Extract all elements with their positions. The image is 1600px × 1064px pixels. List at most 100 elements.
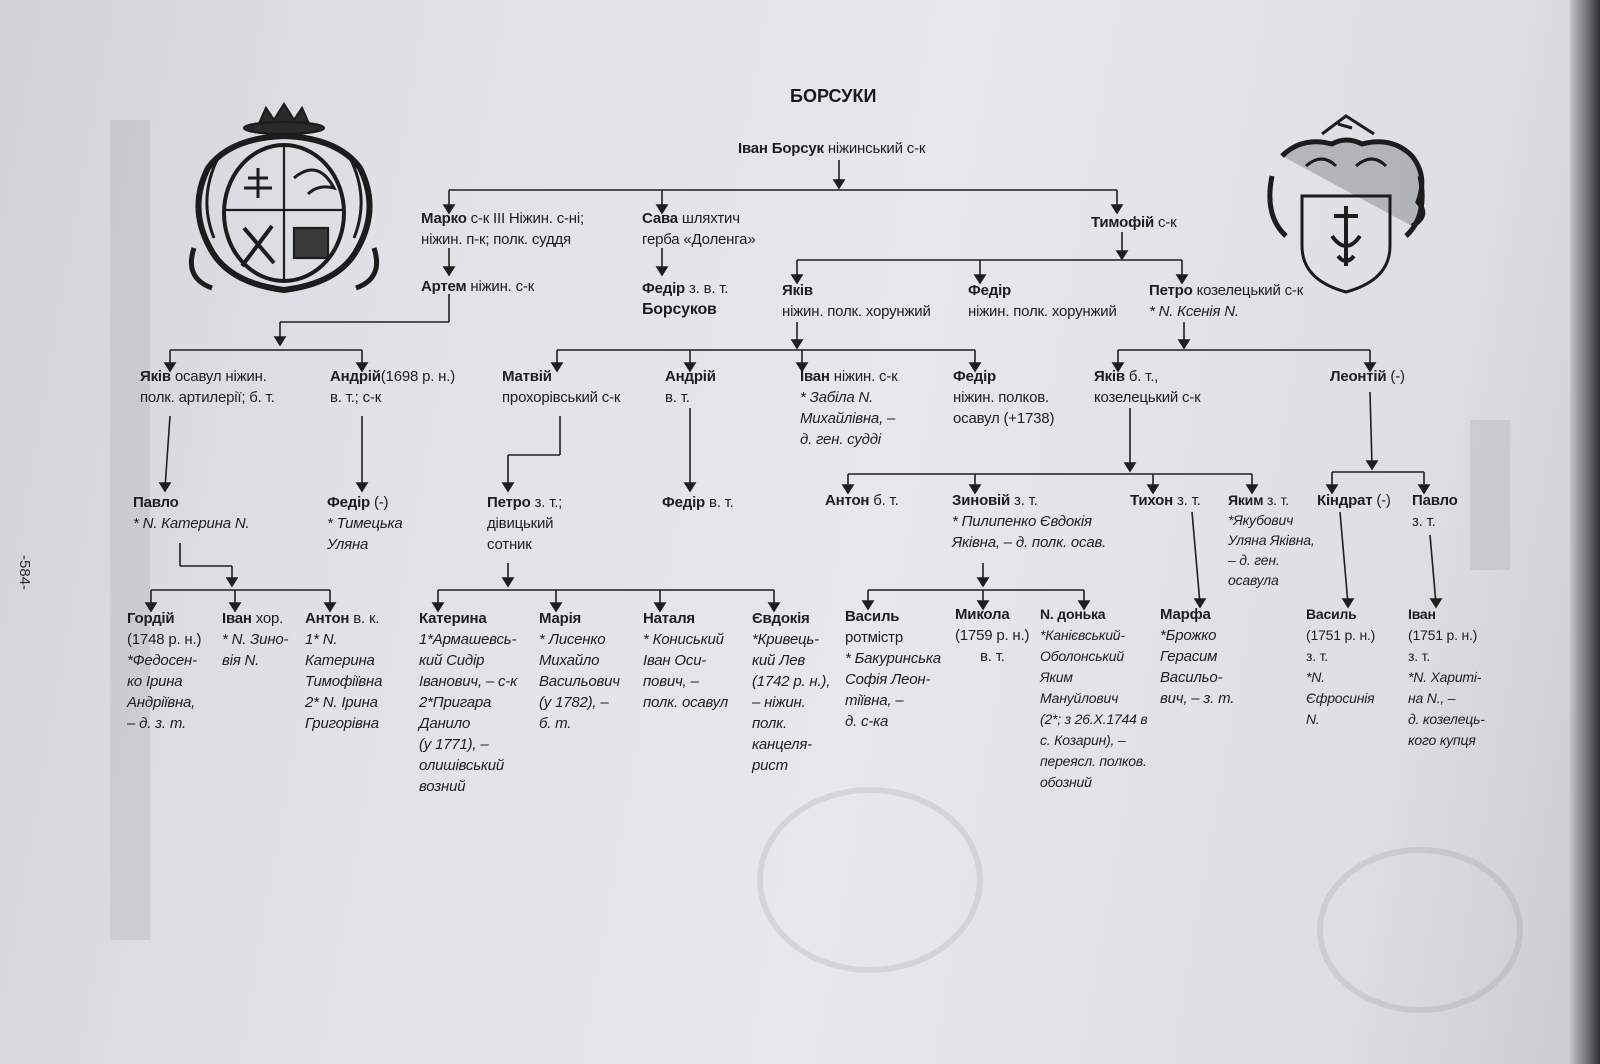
l2: кий Лев <box>752 652 805 669</box>
desc: хор. <box>255 610 284 627</box>
spouse2: Михайлівна, – <box>800 410 896 427</box>
spouse1: * Тимецька <box>327 515 403 532</box>
name: Петро <box>487 494 531 511</box>
spouse1: *Федосен- <box>127 652 197 669</box>
desc2: ніжин. п-к; полк. суддя <box>421 231 571 248</box>
person-andrii-a: Андрій(1698 р. н.) в. т.; с-к <box>330 366 455 408</box>
name: Катерина <box>419 610 487 627</box>
l1: 1*Армашевсь- <box>419 631 517 648</box>
spouse4: осавула <box>1228 572 1279 588</box>
person-vasyl-z: Василь ротмістр * Бакуринська Софія Леон… <box>845 606 941 732</box>
l3: пович, – <box>643 673 699 690</box>
name: Тихон <box>1130 492 1174 509</box>
l4: 2*Пригара <box>419 694 492 711</box>
l3: Васильович <box>539 673 620 690</box>
name: Федір <box>327 494 370 511</box>
l8: возний <box>419 778 466 795</box>
spouse1: *Якубович <box>1228 512 1294 528</box>
l7: олишівський <box>419 757 505 774</box>
desc: в. к. <box>353 610 380 627</box>
person-yakym: Яким з. т. *Якубович Уляна Яківна, – д. … <box>1228 490 1315 590</box>
spouse3: Тимофіївна <box>305 673 383 690</box>
spouse2: вія N. <box>222 652 260 669</box>
desc3: сотник <box>487 536 532 553</box>
desc: с-к <box>1157 214 1177 231</box>
desc2: осавул (+1738) <box>953 410 1055 427</box>
desc: (1759 р. н.) <box>955 627 1030 644</box>
desc2: в. т. <box>980 648 1005 665</box>
desc: з. т. <box>1412 513 1436 530</box>
name: N. донька <box>1040 606 1106 622</box>
name: Леонтій <box>1330 368 1387 385</box>
spouse5: Григорівна <box>305 715 379 732</box>
person-artem: Артем ніжин. с-к <box>421 276 534 297</box>
l3: Яким <box>1040 669 1073 685</box>
spouse1: * N. Зино- <box>222 631 289 648</box>
name: Петро <box>1149 282 1193 299</box>
spouse1: * Забіла N. <box>800 389 874 406</box>
name: Павло <box>133 494 179 511</box>
desc: з. т. <box>1014 492 1038 509</box>
desc: (-) <box>1376 492 1391 509</box>
spouse4: 2* N. Ірина <box>305 694 378 711</box>
l3: Іванович, – с-к <box>419 673 517 690</box>
name: Євдокія <box>752 610 810 627</box>
person-kindrat: Кіндрат (-) <box>1317 490 1391 511</box>
l4: (у 1782), – <box>539 694 609 711</box>
name: Артем <box>421 278 467 295</box>
l4: полк. осавул <box>643 694 729 711</box>
person-andrii-y: Андрій в. т. <box>665 366 716 408</box>
spouse2: Уляна <box>327 536 369 553</box>
person-sava: Сава шляхтич герба «Доленга» <box>642 208 756 250</box>
person-yakiv-osavul: Яків осавул ніжин. полк. артилерії; б. т… <box>140 366 275 408</box>
name: Павло <box>1412 492 1458 509</box>
desc2: в. т.; с-к <box>330 389 382 406</box>
name: Наталя <box>643 610 695 627</box>
desc: ніжин. полк. хорунжий <box>782 303 931 320</box>
page-edge <box>1570 0 1600 1064</box>
desc: осавул ніжин. <box>174 368 267 385</box>
l1: *N. Хариті- <box>1408 669 1482 685</box>
person-n-donka: N. донька *Канієвський- Оболонський Яким… <box>1040 604 1148 793</box>
name: Яків <box>140 368 171 385</box>
name: Федір <box>642 280 685 297</box>
l1: * Лисенко <box>539 631 606 648</box>
name: Василь <box>845 608 900 625</box>
l6: с. Козарин), – <box>1040 732 1126 748</box>
person-hordii: Гордій (1748 р. н.) *Федосен- ко Ірина А… <box>127 608 201 734</box>
person-leontii: Леонтій (-) <box>1330 366 1405 387</box>
person-petro-m: Петро з. т.; дівицький сотник <box>487 492 562 555</box>
name: Антон <box>825 492 870 509</box>
desc: ніжин. с-к <box>470 278 535 295</box>
l1: * Кониський <box>643 631 724 648</box>
person-pavlo-l: Павло з. т. <box>1412 490 1458 532</box>
l2: Єфросинія <box>1306 690 1375 706</box>
name: Яків <box>782 282 813 299</box>
person-yakiv-p: Яків б. т., козелецький с-к <box>1094 366 1201 408</box>
desc: (-) <box>373 494 389 511</box>
person-marfa: Марфа *Брожко Герасим Васильо- вич, – з.… <box>1160 604 1234 709</box>
page-title: БОРСУКИ <box>790 86 877 106</box>
name: Андрій <box>665 368 716 385</box>
desc2: з. т. <box>1306 648 1328 664</box>
person-tykhon: Тихон з. т. <box>1130 490 1201 511</box>
l7: переясл. полков. <box>1040 753 1147 769</box>
name: Іван Борсук <box>738 140 824 157</box>
desc: ніжин. полков. <box>953 389 1049 406</box>
l5: полк. <box>752 715 787 732</box>
l2: Іван Оси- <box>643 652 707 669</box>
name: Сава <box>642 210 678 227</box>
name: Гордій <box>127 610 175 627</box>
l1: *N. <box>1306 669 1325 685</box>
person-yevdokiia: Євдокія *Кривець- кий Лев (1742 р. н.), … <box>752 608 830 776</box>
name: Василь <box>1306 606 1357 622</box>
l1: *Кривець- <box>752 631 819 648</box>
l1: *Канієвський- <box>1040 627 1125 643</box>
l5: б. т. <box>539 715 572 732</box>
name: Матвій <box>502 368 552 385</box>
desc: ніжин. с-к <box>833 368 898 385</box>
person-mariia: Марія * Лисенко Михайло Васильович (у 17… <box>539 608 620 734</box>
person-fedir-y: Федір ніжин. полков. осавул (+1738) <box>953 366 1054 429</box>
